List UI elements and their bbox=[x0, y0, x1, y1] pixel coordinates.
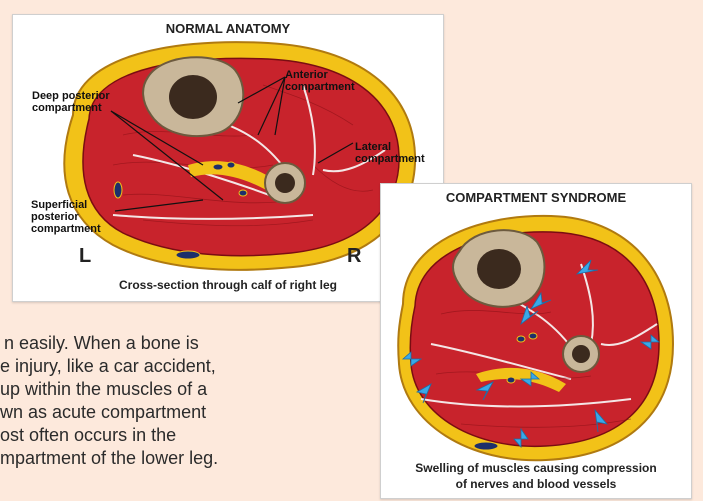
right-marker: R bbox=[347, 245, 361, 268]
label-lateral: Lateral compartment bbox=[355, 141, 425, 165]
body-line: ost often occurs in the bbox=[0, 424, 360, 447]
label-superficial-posterior: Superficial posterior compartment bbox=[31, 199, 101, 235]
body-line: mpartment of the lower leg. bbox=[0, 447, 360, 470]
label-superficial-line2: posterior bbox=[31, 211, 101, 223]
label-deep-posterior-line2: compartment bbox=[32, 102, 110, 114]
label-superficial-line3: compartment bbox=[31, 223, 101, 235]
label-anterior-line1: Anterior bbox=[285, 69, 355, 81]
syndrome-caption-line1: Swelling of muscles causing compression bbox=[381, 460, 691, 476]
compartment-syndrome-panel: COMPARTMENT SYNDROME bbox=[380, 183, 692, 499]
normal-caption: Cross-section through calf of right leg bbox=[13, 277, 443, 293]
syndrome-caption-line2: of nerves and blood vessels bbox=[381, 476, 691, 492]
article-body-text: n easily. When a bone is e injury, like … bbox=[0, 332, 360, 470]
left-marker: L bbox=[79, 245, 91, 268]
label-lateral-line1: Lateral bbox=[355, 141, 425, 153]
label-anterior: Anterior compartment bbox=[285, 69, 355, 93]
body-line: wn as acute compartment bbox=[0, 401, 360, 424]
label-anterior-line2: compartment bbox=[285, 81, 355, 93]
label-lateral-line2: compartment bbox=[355, 153, 425, 165]
body-line: e injury, like a car accident, bbox=[0, 355, 360, 378]
body-line: n easily. When a bone is bbox=[0, 332, 360, 355]
label-superficial-line1: Superficial bbox=[31, 199, 101, 211]
swollen-leg-cross-section bbox=[381, 184, 691, 498]
label-deep-posterior-line1: Deep posterior bbox=[32, 90, 110, 102]
label-deep-posterior: Deep posterior compartment bbox=[32, 90, 110, 114]
syndrome-caption: Swelling of muscles causing compression … bbox=[381, 460, 691, 492]
body-line: up within the muscles of a bbox=[0, 378, 360, 401]
